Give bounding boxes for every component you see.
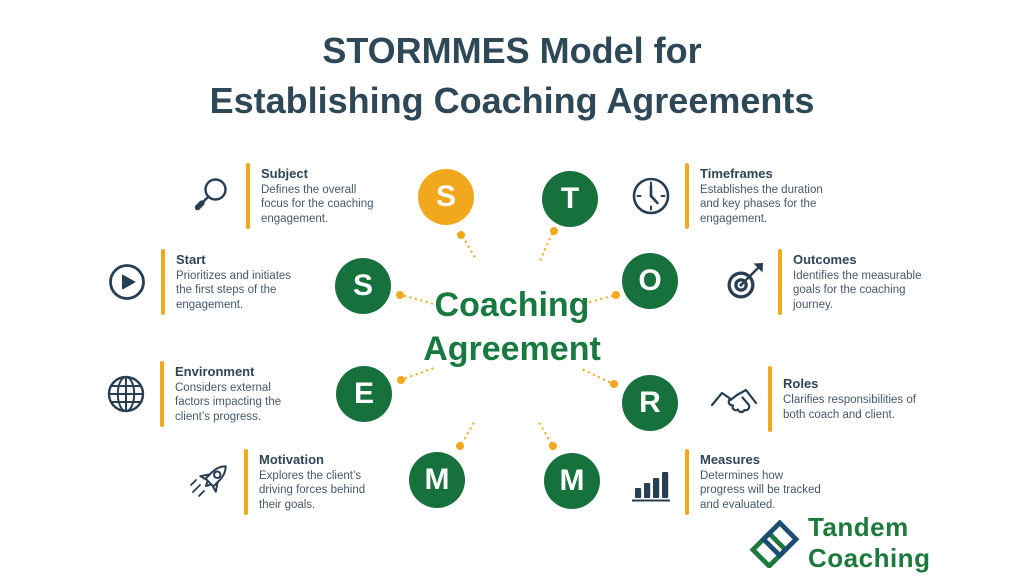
item-subject: Subject Defines the overall focus for th… bbox=[186, 163, 379, 229]
accent-bar bbox=[246, 163, 250, 229]
handshake-icon bbox=[708, 378, 760, 420]
clock-icon bbox=[625, 176, 677, 216]
letter: M bbox=[559, 464, 585, 497]
item-title: Roles bbox=[783, 376, 819, 392]
item-environment: Environment Considers external factors i… bbox=[100, 361, 295, 427]
accent-bar bbox=[685, 163, 689, 229]
tandem-diamond-icon bbox=[748, 519, 800, 573]
letter: M bbox=[424, 463, 450, 496]
item-description: Determines how progress will be tracked … bbox=[700, 470, 821, 511]
letter-circle-roles: R bbox=[622, 375, 678, 431]
rocket-icon bbox=[184, 458, 236, 506]
item-description: Defines the overall focus for the coachi… bbox=[261, 184, 374, 225]
letter-circle-measures: M bbox=[544, 453, 600, 509]
accent-bar bbox=[161, 249, 165, 315]
tandem-coaching-logo: Tandem Coaching bbox=[748, 512, 1024, 576]
item-description: Clarifies responsibilities of both coach… bbox=[783, 394, 916, 421]
item-title: Motivation bbox=[259, 452, 324, 468]
letter-circle-start: S bbox=[335, 258, 391, 314]
accent-bar bbox=[778, 249, 782, 315]
letter: T bbox=[560, 182, 580, 215]
globe-icon bbox=[100, 374, 152, 414]
letter-circle-subject: S bbox=[418, 169, 474, 225]
letter-circle-timeframes: T bbox=[542, 171, 598, 227]
play-icon bbox=[101, 263, 153, 301]
page-title: STORMMES Model for Establishing Coaching… bbox=[0, 26, 1024, 126]
magnifier-icon bbox=[186, 175, 238, 217]
letter-circle-environment: E bbox=[336, 366, 392, 422]
item-timeframes: Timeframes Establishes the duration and … bbox=[625, 163, 828, 229]
item-measures: Measures Determines how progress will be… bbox=[625, 449, 828, 515]
item-description: Establishes the duration and key phases … bbox=[700, 184, 823, 225]
letter-circle-outcomes: O bbox=[622, 253, 678, 309]
page-title-line1: STORMMES Model for bbox=[322, 30, 702, 71]
accent-bar bbox=[160, 361, 164, 427]
item-title: Outcomes bbox=[793, 252, 857, 268]
item-outcomes: Outcomes Identifies the measurable goals… bbox=[718, 249, 923, 315]
accent-bar bbox=[768, 366, 772, 432]
center-label: Coaching Agreement bbox=[362, 283, 662, 371]
logo-wordmark: Tandem Coaching bbox=[800, 512, 1024, 576]
item-title: Start bbox=[176, 252, 206, 268]
bar-chart-icon bbox=[625, 461, 677, 503]
item-motivation: Motivation Explores the client’s driving… bbox=[184, 449, 379, 515]
item-start: Start Prioritizes and initiates the firs… bbox=[101, 249, 304, 315]
target-icon bbox=[718, 261, 770, 303]
letter: O bbox=[638, 264, 662, 297]
letter: S bbox=[435, 180, 456, 213]
center-label-line2: Agreement bbox=[423, 330, 601, 368]
item-description: Explores the client’s driving forces beh… bbox=[259, 470, 366, 511]
item-title: Subject bbox=[261, 166, 308, 182]
letter-circle-motivation: M bbox=[409, 452, 465, 508]
item-description: Identifies the measurable goals for the … bbox=[793, 270, 922, 311]
center-label-line1: Coaching bbox=[434, 286, 590, 324]
accent-bar bbox=[685, 449, 689, 515]
accent-bar bbox=[244, 449, 248, 515]
item-description: Prioritizes and initiates the first step… bbox=[176, 270, 292, 311]
letter: R bbox=[639, 386, 661, 419]
item-title: Environment bbox=[175, 364, 255, 380]
item-roles: Roles Clarifies responsibilities of both… bbox=[708, 366, 917, 432]
item-title: Timeframes bbox=[700, 166, 773, 182]
item-title: Measures bbox=[700, 452, 760, 468]
letter: E bbox=[353, 377, 374, 410]
page-title-line2: Establishing Coaching Agreements bbox=[209, 80, 815, 121]
letter: S bbox=[352, 269, 373, 302]
item-description: Considers external factors impacting the… bbox=[175, 382, 282, 423]
